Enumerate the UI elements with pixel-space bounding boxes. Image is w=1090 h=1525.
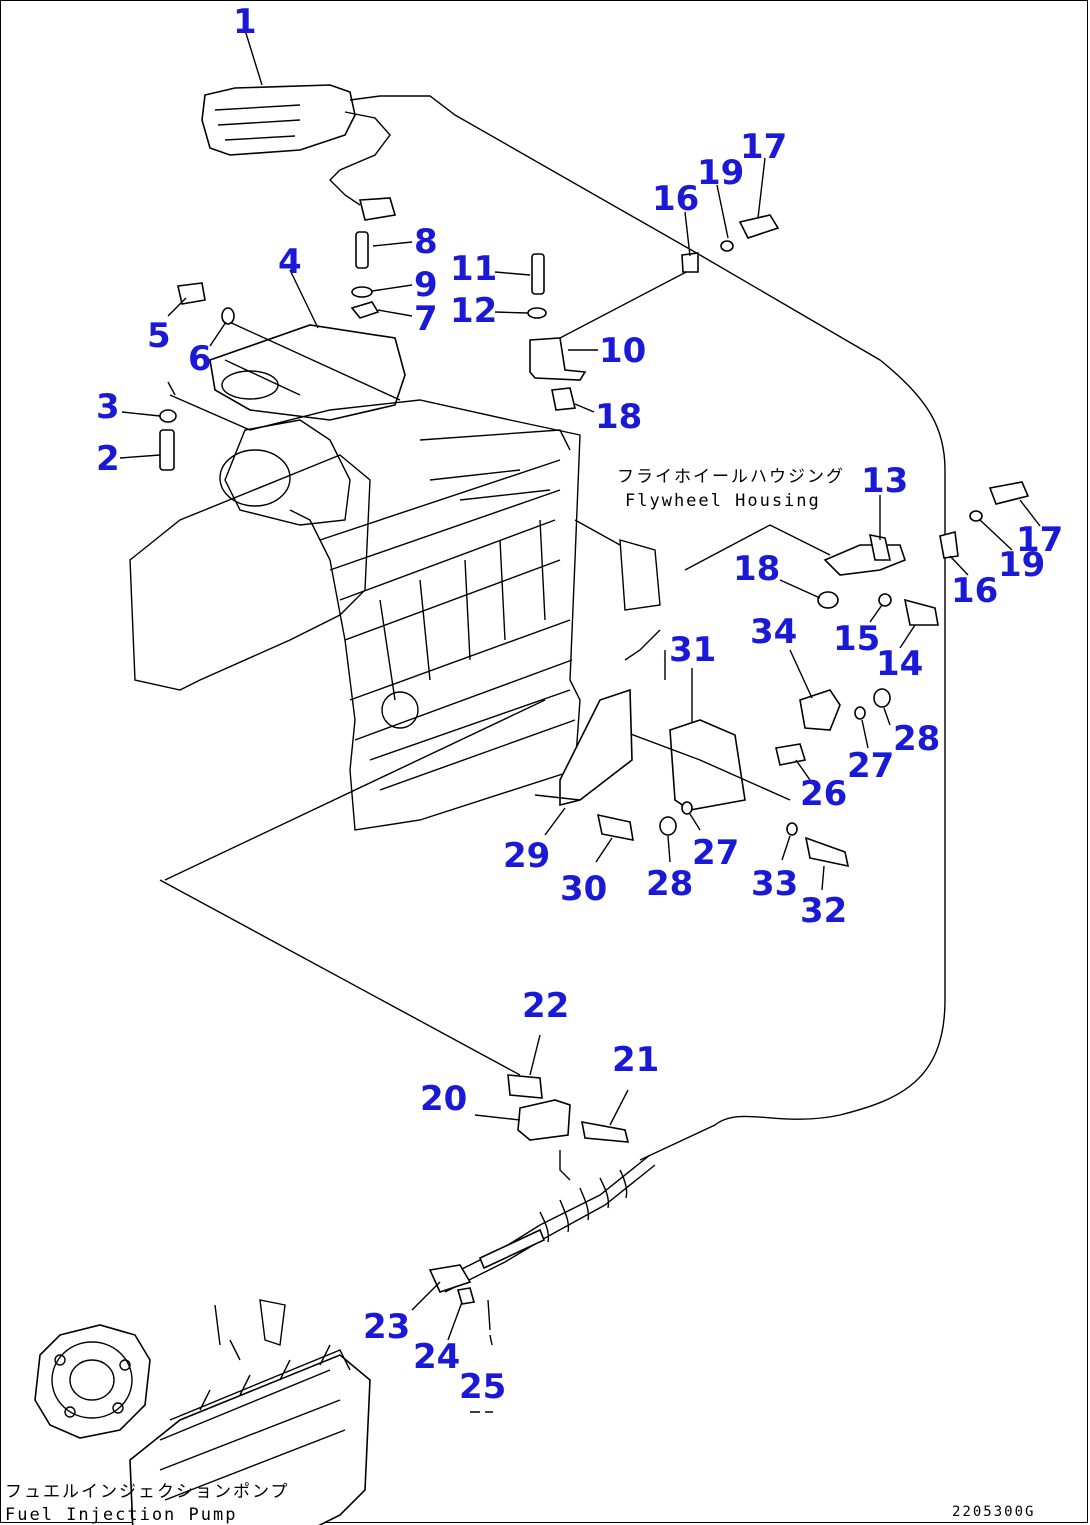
- callout-26: 26: [800, 774, 847, 814]
- control-cable: [639, 254, 946, 1161]
- callout-numbers: 1 4 5 6 3 2 8 9 7 11 12 10 18 16 19 17 1…: [96, 2, 1063, 1407]
- fuel-injection-pump: [129, 454, 371, 691]
- fuel-pump-label-en: Fuel Injection Pump: [5, 1505, 237, 1525]
- callout-21: 21: [612, 1040, 659, 1080]
- callout-17: 17: [740, 127, 787, 167]
- callout-28b: 28: [646, 864, 693, 904]
- flywheel-housing-outline: [574, 519, 831, 680]
- callout-12: 12: [450, 291, 497, 331]
- callout-19: 19: [697, 153, 744, 193]
- callout-31: 31: [669, 630, 716, 670]
- callout-3: 3: [96, 387, 120, 427]
- callout-16b: 16: [951, 571, 998, 611]
- flywheel-housing-label-en: Flywheel Housing: [625, 491, 821, 511]
- drawing-code: 2205300G: [952, 1504, 1035, 1520]
- callout-23: 23: [363, 1307, 410, 1347]
- callout-34: 34: [750, 612, 797, 652]
- callout-30: 30: [560, 869, 607, 909]
- bracket-29: [559, 688, 633, 807]
- callout-27b: 27: [692, 833, 739, 873]
- callout-18: 18: [595, 397, 642, 437]
- callout-33: 33: [751, 864, 798, 904]
- callout-15: 15: [833, 619, 880, 659]
- bracket-10: [529, 337, 587, 381]
- callout-9: 9: [414, 265, 438, 305]
- control-lever-unit: [201, 84, 701, 256]
- callout-29: 29: [503, 836, 550, 876]
- callout-13: 13: [861, 461, 908, 501]
- leader-lines: [159, 699, 546, 1076]
- callout-7: 7: [414, 299, 438, 339]
- callout-18b: 18: [733, 549, 780, 589]
- bracket-34: [799, 689, 841, 731]
- fuel-pump-label-jp: フュエルインジェクションポンプ: [5, 1482, 290, 1502]
- callout-28: 28: [893, 719, 940, 759]
- flywheel-housing-label-jp: フライホイールハウジング: [617, 467, 845, 487]
- callout-19b: 19: [998, 545, 1045, 585]
- callout-16: 16: [652, 179, 699, 219]
- callout-6: 6: [188, 339, 212, 379]
- callout-24: 24: [413, 1337, 460, 1377]
- bracket-20: [517, 1099, 571, 1141]
- fasteners: [159, 214, 1030, 1143]
- callout-32: 32: [800, 891, 847, 931]
- callout-8: 8: [414, 222, 438, 262]
- engine-block: [169, 394, 581, 831]
- callout-25: 25: [459, 1367, 506, 1407]
- pump-control-cable: [428, 1154, 656, 1413]
- callout-5: 5: [147, 316, 171, 356]
- callout-11: 11: [450, 249, 497, 289]
- callout-1: 1: [233, 2, 257, 42]
- callout-22: 22: [522, 986, 569, 1026]
- callout-20: 20: [420, 1079, 467, 1119]
- callout-4: 4: [278, 242, 302, 282]
- bracket-13: [823, 544, 906, 576]
- callout-27: 27: [847, 746, 894, 786]
- bracket-31: [669, 719, 746, 811]
- callout-2: 2: [96, 439, 120, 479]
- pump-rendered: [34, 1299, 371, 1525]
- callout-14: 14: [876, 644, 923, 684]
- bracket-4: [209, 324, 406, 421]
- callout-10: 10: [599, 331, 646, 371]
- callout-17b: 17: [1016, 520, 1063, 560]
